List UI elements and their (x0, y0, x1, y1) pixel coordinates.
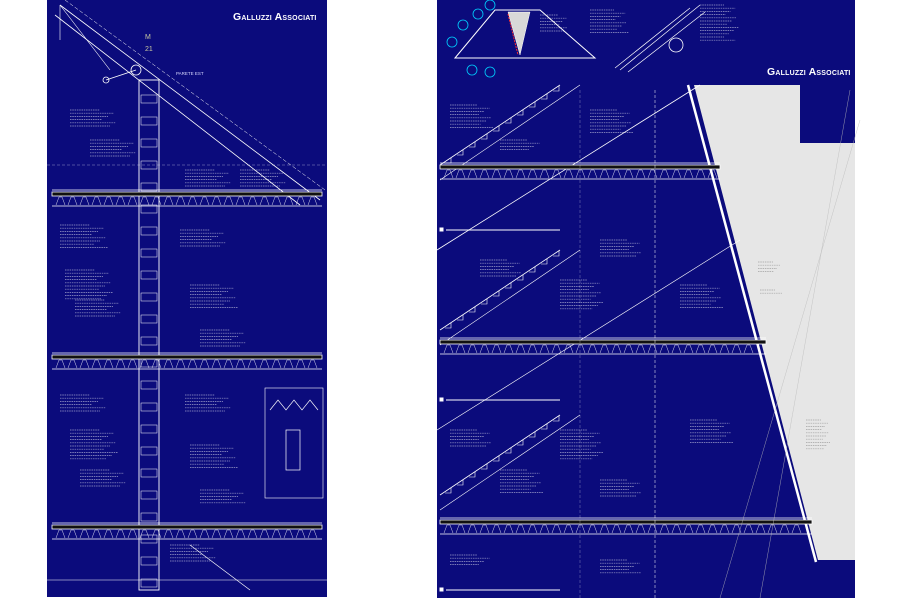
detail-connection (285, 429, 301, 471)
callout-bubble (446, 36, 458, 48)
column-stiffener (140, 226, 158, 236)
hinge-circle (130, 64, 142, 76)
roof-beam-line (59, 4, 321, 201)
stair-stringer (439, 249, 561, 331)
right-slab-2-topping (439, 339, 767, 345)
column-stiffener (140, 336, 158, 346)
column-stiffener (140, 314, 158, 324)
section-title-marker (439, 227, 444, 232)
column-stiffener (140, 292, 158, 302)
column-stiffener (140, 116, 158, 126)
floor-slab-3-deck-profile (55, 529, 318, 539)
callout-bubble (472, 8, 484, 20)
right-slab-3-topping (439, 519, 813, 525)
right-slab-1-deck-profile (443, 169, 718, 179)
skylight-glass (507, 11, 531, 56)
column-stiffener (140, 424, 158, 434)
column-stiffener (140, 138, 158, 148)
facade-reflection-line (719, 119, 861, 598)
section-cut-line (507, 13, 519, 56)
facade-edge (686, 84, 818, 563)
strut-line (105, 69, 137, 81)
column-stiffener (140, 490, 158, 500)
roof-skylight-outline (453, 9, 597, 59)
stair-steps (445, 251, 560, 329)
floor-slab-3-topping (51, 524, 323, 530)
callout-bubble (484, 66, 496, 78)
column-stiffener (140, 468, 158, 478)
gutter-detail-line (614, 4, 706, 73)
left-section-lines (47, 0, 327, 591)
callout-bubble (457, 19, 469, 31)
right-sheet: Galluzzi Associati (436, 0, 861, 598)
right-logo: Galluzzi Associati (767, 66, 851, 78)
stair-stringer (439, 414, 581, 511)
facade-reflection-line (759, 89, 851, 598)
column-stiffener (140, 556, 158, 566)
glass-facade-panel (694, 85, 855, 560)
facade-notes (760, 289, 782, 294)
detail-box (264, 387, 324, 499)
column-stiffener (140, 248, 158, 258)
column-stiffener (140, 182, 158, 192)
wall-label: PARETE EST (176, 71, 204, 76)
column-stiffener (140, 270, 158, 280)
stair-steps (445, 416, 560, 494)
grid-number: 21 (145, 46, 153, 53)
gutter-circle (668, 37, 684, 53)
stair-stringer (439, 414, 561, 496)
facade-notes (806, 419, 830, 450)
floor-slab-2-topping (51, 354, 323, 360)
column-stiffener (140, 446, 158, 456)
floor-slab-1-topping (51, 191, 323, 197)
stair-stringer (439, 84, 561, 166)
grid-letter: M (145, 34, 151, 41)
steel-column (138, 79, 160, 591)
stair-line (189, 544, 251, 591)
callout-bubble (466, 64, 478, 76)
section-title-marker (439, 587, 444, 592)
section-title-marker (439, 397, 444, 402)
truss-line (59, 4, 111, 71)
right-slab-2-deck-profile (443, 344, 754, 354)
detail-profile (269, 399, 319, 411)
stair-stringer (439, 84, 581, 181)
column-stiffener (140, 402, 158, 412)
stair-stringer (439, 249, 581, 346)
column-stiffener (140, 380, 158, 390)
right-section-lines (436, 0, 861, 598)
hinge-circle (102, 76, 110, 84)
right-slab-3-deck-profile (443, 524, 802, 534)
left-sheet: Galluzzi Associati M 21 PARETE EST (47, 0, 327, 597)
column-stiffener (140, 512, 158, 522)
facade-notes (758, 261, 780, 272)
column-stiffener (140, 94, 158, 104)
column-stiffener (140, 578, 158, 588)
callout-bubble (484, 0, 496, 11)
left-logo: Galluzzi Associati (233, 11, 317, 23)
floor-slab-1-deck-profile (55, 196, 318, 206)
floor-slab-2-deck-profile (55, 359, 318, 369)
rafter-line (436, 239, 741, 431)
